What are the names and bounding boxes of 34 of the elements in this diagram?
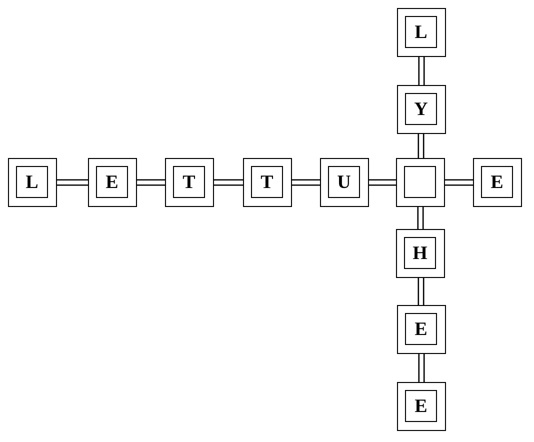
double-line-connector — [418, 133, 424, 159]
letter-label: L — [414, 22, 428, 42]
letter-label: H — [412, 244, 428, 262]
letter-label: L — [26, 172, 38, 192]
letter-tile — [397, 382, 446, 431]
letter-tile — [473, 158, 522, 207]
double-line-connector — [444, 179, 474, 186]
letter-tile — [396, 229, 445, 278]
letter-label: E — [490, 172, 504, 192]
double-line-connector — [417, 206, 424, 230]
double-line-connector — [418, 277, 424, 306]
letter-tile — [397, 8, 446, 57]
letter-tile — [320, 158, 369, 207]
letter-tile — [8, 158, 57, 207]
letter-label: E — [106, 172, 118, 192]
letter-tile — [165, 158, 214, 207]
letter-label: E — [414, 396, 428, 416]
letter-label: Y — [414, 100, 428, 118]
letter-tile — [88, 158, 137, 207]
empty-tile — [396, 158, 445, 207]
double-line-connector — [136, 179, 166, 186]
letter-tile — [243, 158, 292, 207]
double-line-connector — [56, 179, 89, 186]
letter-label: T — [260, 172, 274, 192]
double-line-connector — [418, 56, 425, 86]
letter-label: E — [414, 320, 428, 338]
double-line-connector — [368, 179, 397, 186]
letter-tile — [397, 305, 446, 354]
double-line-connector — [418, 353, 425, 383]
letter-tile — [397, 85, 446, 134]
double-line-connector — [291, 179, 321, 186]
double-line-connector — [213, 179, 244, 186]
letter-label: U — [337, 172, 351, 192]
letter-label: T — [182, 172, 196, 192]
